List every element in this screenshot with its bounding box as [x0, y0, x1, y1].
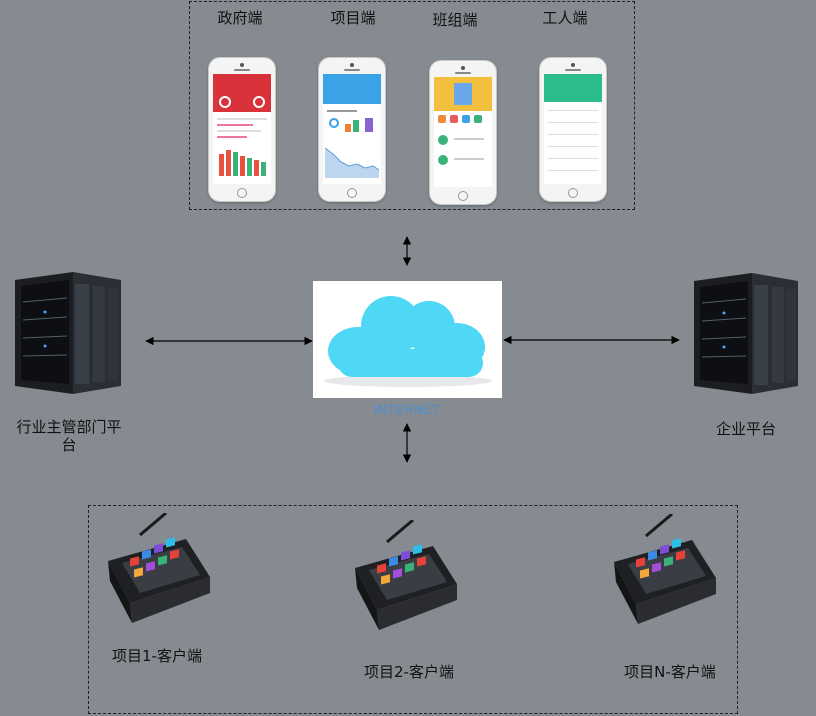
- phone-project: [318, 57, 386, 202]
- internet-box: [313, 281, 502, 398]
- mobile-clients-group: [189, 1, 635, 210]
- terminal-device-icon-3: [614, 514, 716, 624]
- client-label-project: 项目端: [330, 9, 376, 27]
- client-label-government: 政府端: [217, 9, 263, 27]
- enterprise-platform-label: 企业平台: [715, 420, 776, 438]
- server-rack-icon-left: [15, 272, 121, 394]
- terminal-device-icon-1: [108, 513, 210, 623]
- client-label-worker: 工人端: [542, 9, 588, 27]
- terminal-device-icon-2: [355, 520, 457, 630]
- internet-label: INTERNET: [373, 403, 441, 417]
- terminal-label-project-2: 项目2-客户端: [364, 663, 454, 681]
- terminal-label-project-n: 项目N-客户端: [624, 663, 716, 681]
- cloud-icon: [324, 296, 492, 387]
- server-rack-icon-right: [694, 273, 798, 394]
- phone-government: [208, 57, 276, 202]
- phone-team: [429, 60, 497, 205]
- terminal-clients-group: [88, 505, 738, 714]
- terminal-label-project-1: 项目1-客户端: [112, 647, 202, 665]
- industry-platform-label: 行业主管部门平 台: [16, 418, 122, 454]
- client-label-team: 班组端: [432, 11, 478, 29]
- phone-worker: [539, 57, 607, 202]
